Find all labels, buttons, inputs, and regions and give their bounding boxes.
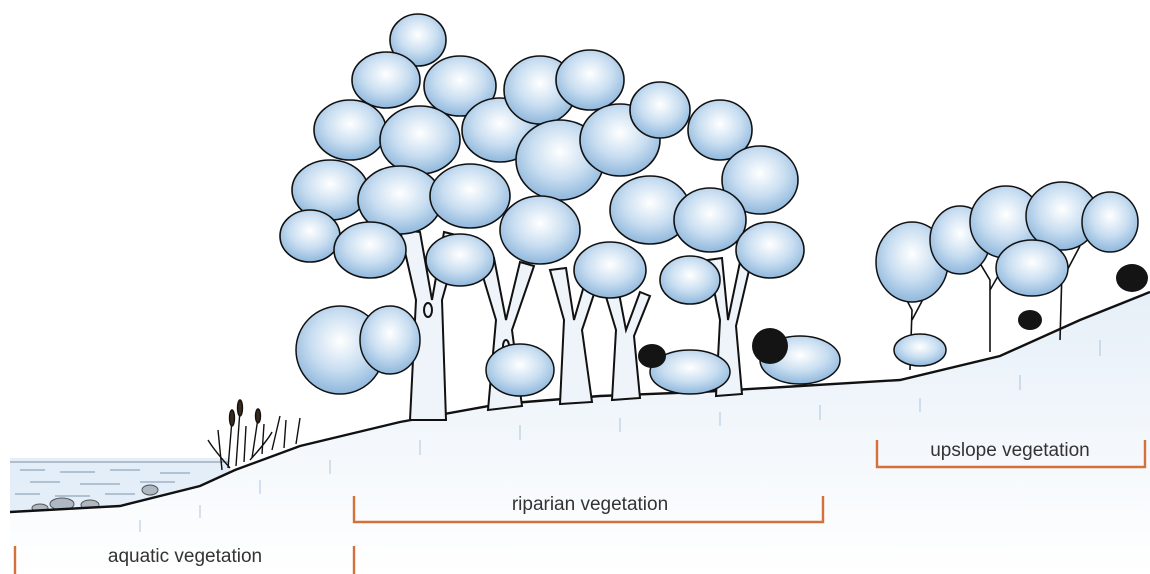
riparian-vegetation-label: riparian vegetation bbox=[440, 494, 740, 516]
upslope-vegetation-label: upslope vegetation bbox=[890, 440, 1130, 462]
aquatic-vegetation-label: aquatic vegetation bbox=[60, 546, 310, 568]
riparian-canopy bbox=[280, 14, 804, 304]
